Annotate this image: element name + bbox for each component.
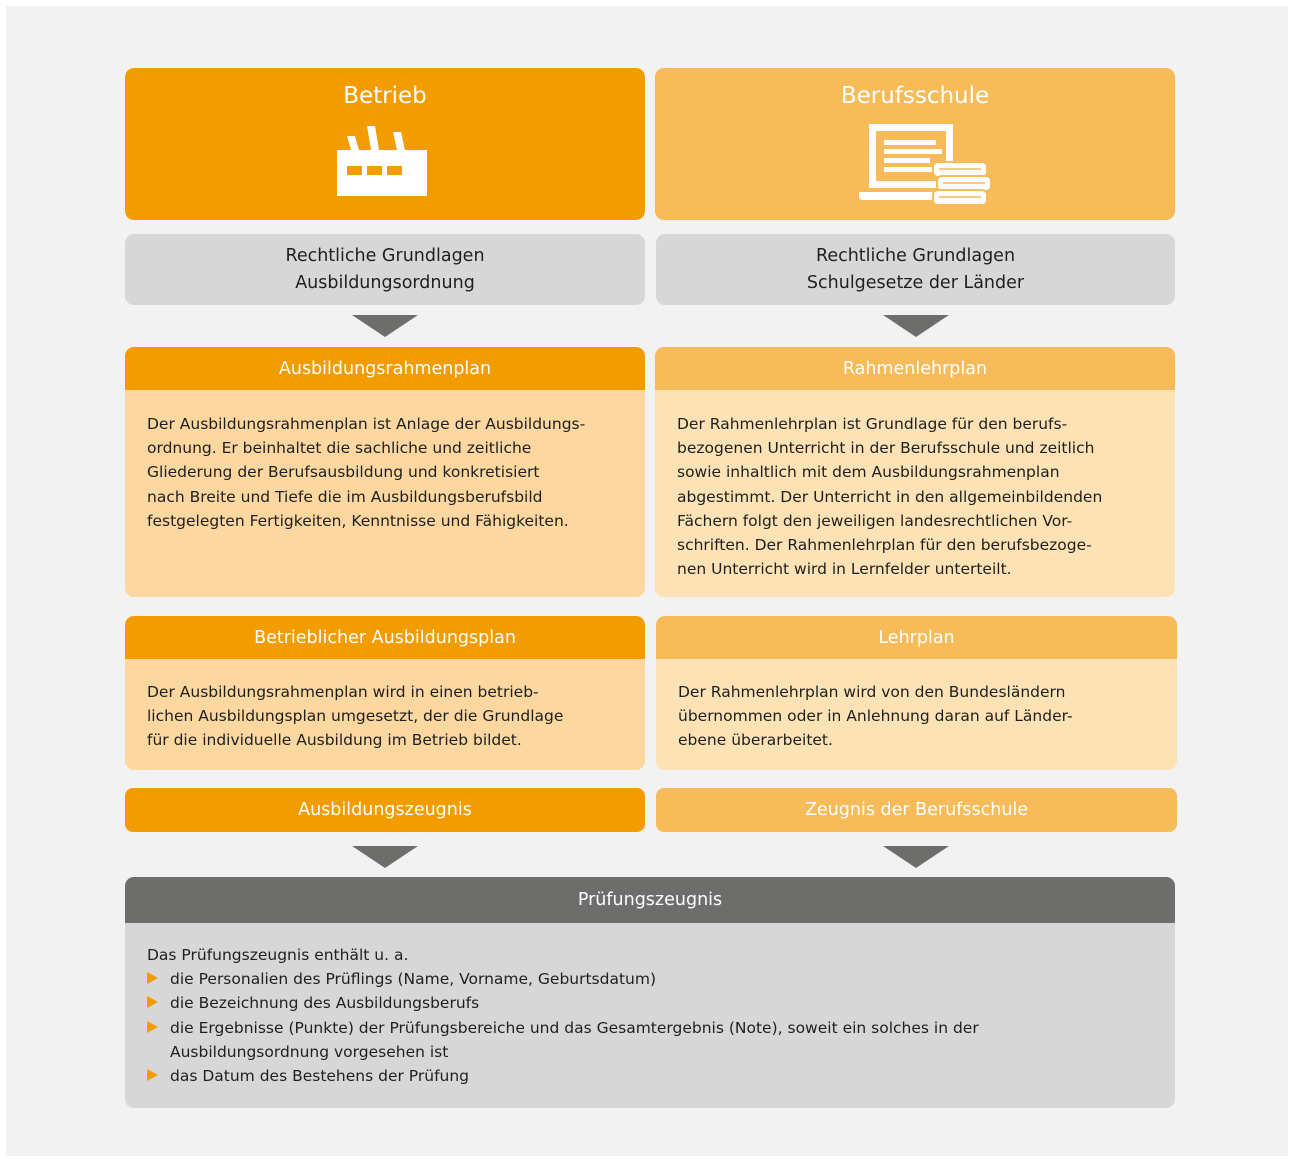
panel-text-line: nen Unterricht wird in Lernfelder untert… (677, 560, 1012, 579)
panel-text-line: Der Rahmenlehrplan ist Grundlage für den… (677, 415, 1068, 433)
panel-body: Der Ausbildungsrahmenplan ist Anlage der… (125, 390, 645, 597)
panel-text-line: für die individuelle Ausbildung im Betri… (147, 731, 522, 750)
panel-text-line: Der Ausbildungsrahmenplan wird in einen … (147, 683, 539, 701)
panel-text-line: Gliederung der Berufsausbildung und konk… (147, 463, 540, 482)
list-item-text: die Bezeichnung des Ausbildungsberufs (170, 994, 480, 1013)
panel-title: Rahmenlehrplan (655, 347, 1175, 390)
panel-text-line: Der Rahmenlehrplan wird von den Bundeslä… (678, 683, 1066, 701)
list-item-text: die Personalien des Prüflings (Name, Vor… (170, 970, 657, 989)
betrieb-header: Betrieb (125, 68, 645, 220)
panel-text-line: festgelegten Fertigkeiten, Kenntnisse un… (147, 511, 569, 530)
intro-text: Das Prüfungszeugnis enthält u. a. (147, 946, 409, 964)
berufsschulzeugnis-bar: Zeugnis der Berufsschule (656, 788, 1177, 832)
list-item: die Bezeichnung des Ausbildungsberufs (147, 991, 1153, 1015)
ausbildungszeugnis-bar: Ausbildungszeugnis (125, 788, 645, 832)
panel-text-line: sowie inhaltlich mit dem Ausbildungsrahm… (677, 463, 1060, 482)
list-item: das Datum des Bestehens der Prüfung (147, 1064, 1153, 1088)
diagram-canvas: Betrieb Berufsschule (6, 6, 1288, 1156)
legal-basis-line: Rechtliche Grundlagen (285, 245, 485, 266)
legal-basis-line: Rechtliche Grundlagen (815, 245, 1016, 266)
down-arrow (352, 846, 418, 868)
legal-basis-line: Ausbildungsordnung (295, 272, 475, 293)
triangle-bullet-icon (147, 1069, 158, 1082)
legal-basis-line: Schulgesetze der Länder (806, 272, 1025, 293)
berufsschule-legal-basis: Rechtliche Grundlagen Schulgesetze der L… (656, 234, 1175, 305)
betrieb-legal-basis: Rechtliche Grundlagen Ausbildungsordnung (125, 234, 645, 305)
panel-text-line: lichen Ausbildungsplan umgesetzt, der di… (147, 707, 564, 726)
panel-text-line: Der Ausbildungsrahmenplan ist Anlage der… (147, 415, 586, 433)
betrieb-title: Betrieb (343, 83, 427, 109)
list-item-text: das Datum des Bestehens der Prüfung (170, 1067, 470, 1086)
triangle-bullet-icon (147, 1020, 158, 1033)
down-arrow (352, 315, 418, 337)
panel-text-line: übernommen oder in Anlehnung daran auf L… (678, 707, 1073, 726)
list-item-text: die Ergebnisse (Punkte) der Prüfungsbere… (170, 1018, 979, 1037)
ausbildungsrahmenplan-panel: Ausbildungsrahmenplan Der Ausbildungsrah… (125, 347, 645, 597)
list-item: die Personalien des Prüflings (Name, Vor… (147, 967, 1153, 991)
down-arrow (883, 846, 949, 868)
panel-text-line: nach Breite und Tiefe die im Ausbildungs… (147, 487, 543, 506)
list-item-text: Ausbildungsordnung vorgesehen ist (170, 1042, 449, 1061)
panel-body: Das Prüfungszeugnis enthält u. a. die Pe… (125, 923, 1175, 1088)
panel-text-line: ordnung. Er beinhaltet die sachliche und… (147, 439, 532, 458)
panel-text-line: Fächern folgt den jeweiligen landesrecht… (677, 511, 1073, 530)
panel-title: Lehrplan (656, 616, 1177, 659)
panel-text-line: ebene überarbeitet. (678, 731, 833, 750)
panel-body: Der Ausbildungsrahmenplan wird in einen … (125, 659, 645, 770)
betrieblicher-ausbildungsplan-panel: Betrieblicher Ausbildungsplan Der Ausbil… (125, 616, 645, 770)
panel-title: Prüfungszeugnis (125, 877, 1175, 923)
panel-text-line: schriften. Der Rahmenlehrplan für den be… (677, 536, 1092, 555)
laptop-books-icon (859, 124, 992, 206)
panel-title: Ausbildungsrahmenplan (125, 347, 645, 390)
panel-title: Betrieblicher Ausbildungsplan (125, 616, 645, 659)
berufsschule-header: Berufsschule (655, 68, 1175, 220)
panel-body: Der Rahmenlehrplan wird von den Bundeslä… (656, 659, 1177, 770)
panel-body: Der Rahmenlehrplan ist Grundlage für den… (655, 390, 1175, 597)
pruefungszeugnis-panel: Prüfungszeugnis Das Prüfungszeugnis enth… (125, 877, 1175, 1108)
panel-text-line: bezogenen Unterricht in der Berufsschule… (677, 439, 1095, 458)
lehrplan-panel: Lehrplan Der Rahmenlehrplan wird von den… (656, 616, 1177, 770)
factory-icon (337, 126, 427, 196)
list-item: die Ergebnisse (Punkte) der Prüfungsbere… (147, 1016, 1153, 1064)
down-arrow (883, 315, 949, 337)
berufsschule-title: Berufsschule (840, 83, 990, 109)
triangle-bullet-icon (147, 996, 158, 1009)
rahmenlehrplan-panel: Rahmenlehrplan Der Rahmenlehrplan ist Gr… (655, 347, 1175, 597)
triangle-bullet-icon (147, 972, 158, 985)
panel-text-line: abgestimmt. Der Unterricht in den allgem… (677, 487, 1103, 506)
